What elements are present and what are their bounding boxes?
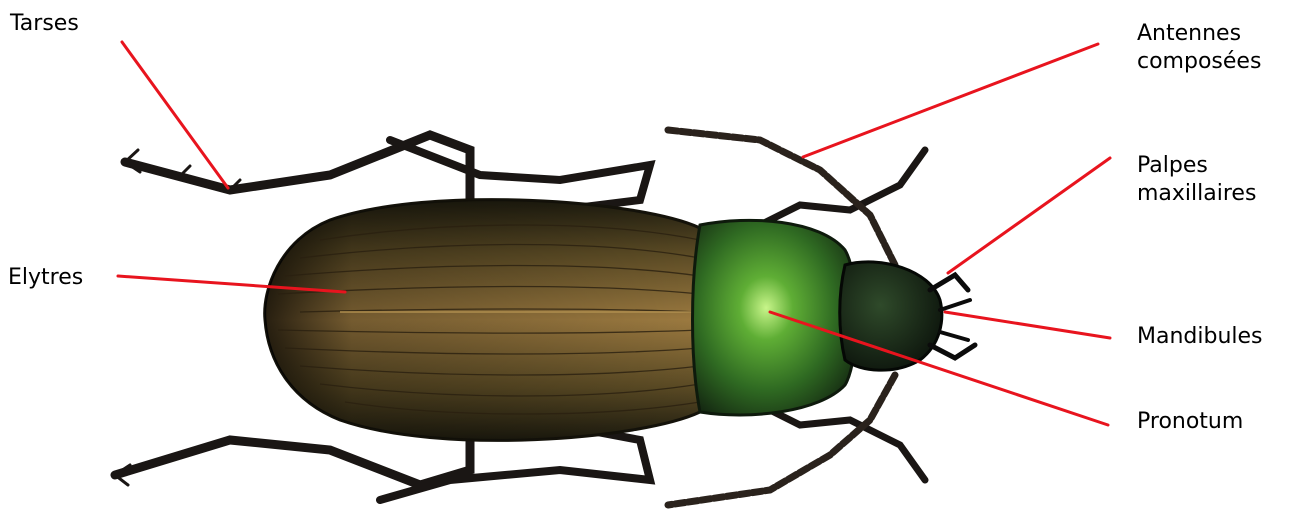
label-elytres: Elytres xyxy=(8,264,83,292)
label-mandibules: Mandibules xyxy=(1137,323,1263,351)
label-antennes: Antennes composées xyxy=(1137,20,1261,76)
label-antennes-line1: Antennes xyxy=(1137,20,1261,48)
label-palpes-line1: Palpes xyxy=(1137,152,1256,180)
line-mandibules xyxy=(945,312,1110,338)
pronotum xyxy=(693,220,857,415)
line-palpes xyxy=(948,158,1110,273)
label-tarses-text: Tarses xyxy=(10,10,79,38)
line-antennes xyxy=(803,44,1098,157)
label-palpes: Palpes maxillaires xyxy=(1137,152,1256,208)
label-pronotum-text: Pronotum xyxy=(1137,408,1243,436)
elytra xyxy=(265,200,700,441)
label-pronotum: Pronotum xyxy=(1137,408,1243,436)
label-mandibules-text: Mandibules xyxy=(1137,323,1263,351)
label-tarses: Tarses xyxy=(10,10,79,38)
label-elytres-text: Elytres xyxy=(8,264,83,292)
label-antennes-line2: composées xyxy=(1137,48,1261,76)
label-palpes-line2: maxillaires xyxy=(1137,180,1256,208)
